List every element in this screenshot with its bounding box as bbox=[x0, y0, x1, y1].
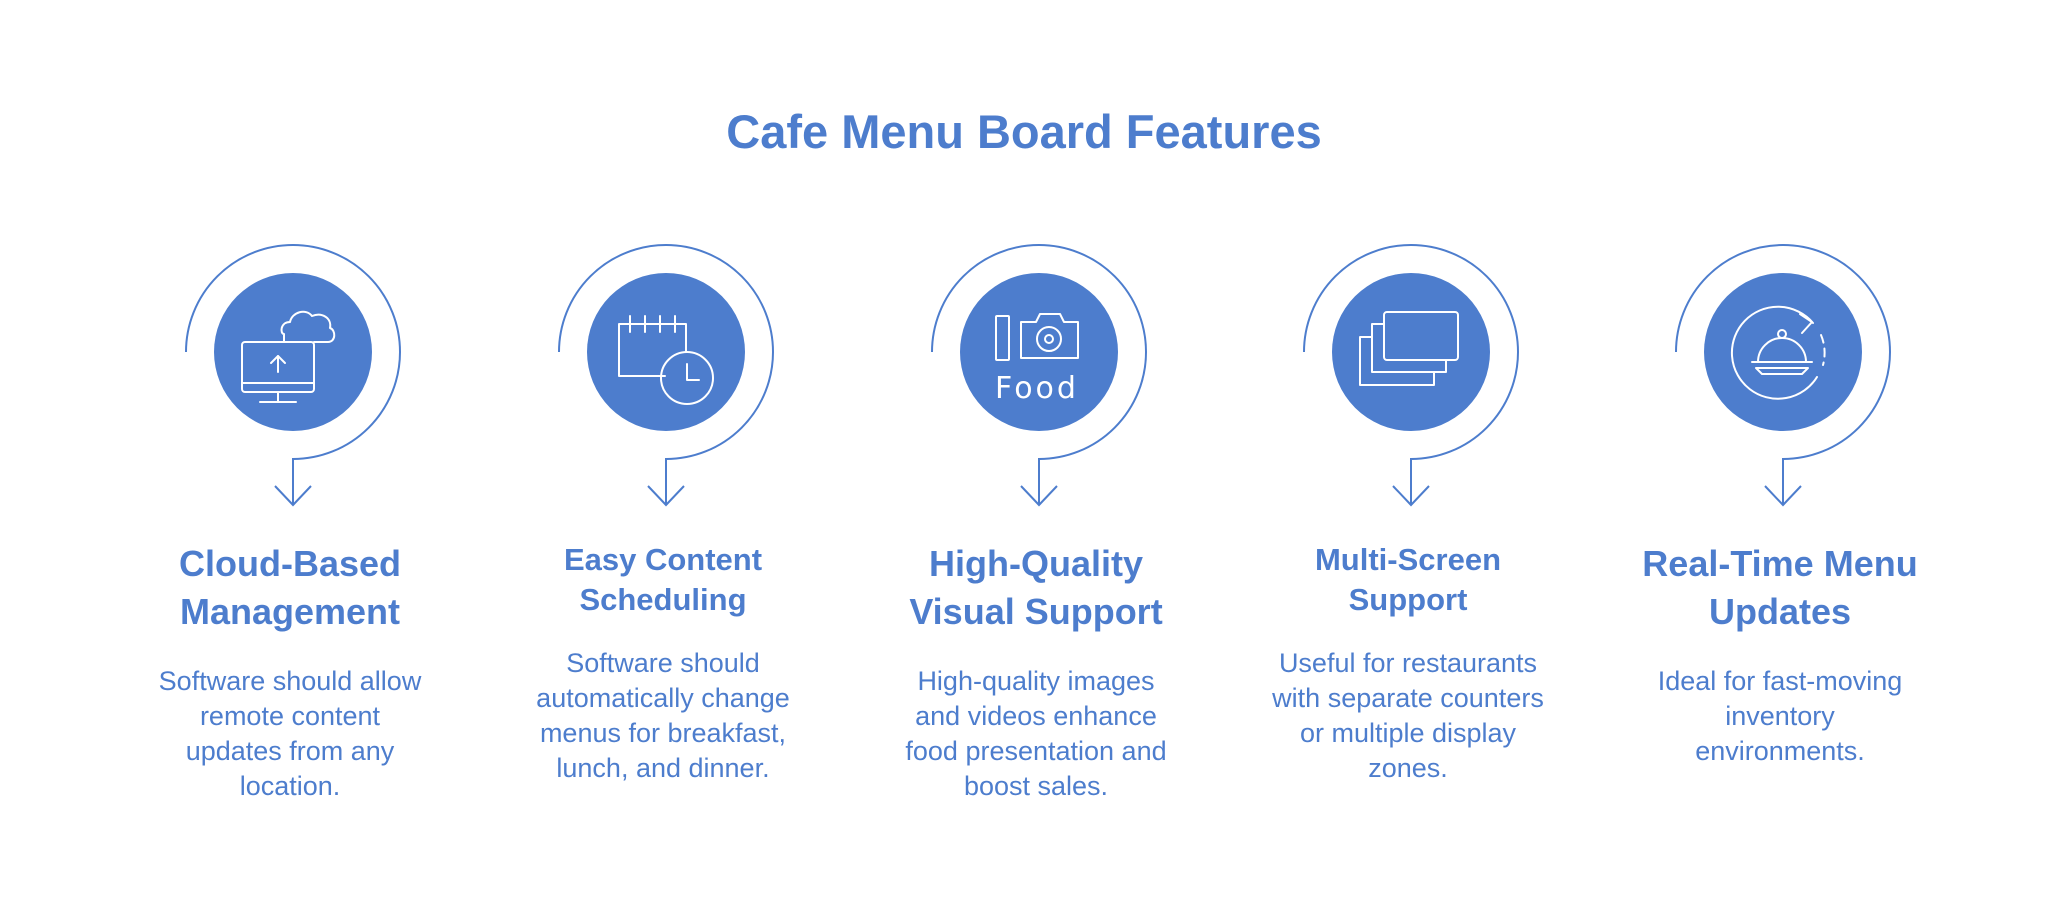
arrow-down-icon bbox=[1764, 485, 1802, 507]
feature-title: Cloud-Based Management bbox=[178, 543, 401, 632]
arrow-down-icon bbox=[1392, 485, 1430, 507]
arrow-down-icon bbox=[274, 485, 312, 507]
icon-circle bbox=[1332, 273, 1490, 431]
feature-description: High-quality images and videos enhance f… bbox=[905, 666, 1167, 801]
camera-food-icon bbox=[995, 313, 1079, 361]
calendar-clock-icon bbox=[618, 315, 714, 405]
cloud-monitor-icon bbox=[241, 310, 336, 403]
feature-graphic bbox=[1675, 244, 1891, 507]
arrow-down-icon bbox=[1020, 485, 1058, 507]
icon-circle bbox=[960, 273, 1118, 431]
cloche-refresh-icon bbox=[1730, 305, 1826, 400]
page-title: Cafe Menu Board Features bbox=[726, 105, 1322, 158]
icon-circle bbox=[587, 273, 745, 431]
food-label: Food bbox=[995, 371, 1079, 406]
feature-cloud-based-management: Cloud-Based Management Software should a… bbox=[130, 240, 450, 840]
feature-easy-content-scheduling: Easy Content Scheduling Software should … bbox=[503, 240, 823, 840]
feature-high-quality-visual-support: Food High-Quality Visual Support High-qu… bbox=[876, 240, 1196, 840]
feature-title: Easy Content Scheduling bbox=[563, 542, 763, 617]
feature-graphic bbox=[185, 244, 401, 507]
stacked-screens-icon bbox=[1359, 311, 1459, 386]
feature-description: Useful for restaurants with separate cou… bbox=[1272, 648, 1544, 783]
feature-title: Multi-Screen Support bbox=[1314, 542, 1502, 617]
feature-graphic: Food bbox=[931, 244, 1147, 507]
feature-graphic bbox=[1303, 244, 1519, 507]
feature-description: Software should automatically change men… bbox=[536, 648, 790, 783]
feature-real-time-menu-updates: Real-Time Menu Updates Ideal for fast-mo… bbox=[1620, 240, 1940, 840]
feature-multi-screen-support: Multi-Screen Support Useful for restaura… bbox=[1248, 240, 1568, 840]
icon-circle bbox=[1704, 273, 1862, 431]
feature-description: Ideal for fast-moving inventory environm… bbox=[1657, 666, 1903, 766]
feature-description: Software should allow remote content upd… bbox=[158, 666, 422, 801]
feature-graphic bbox=[558, 244, 774, 507]
feature-title: Real-Time Menu Updates bbox=[1642, 543, 1918, 632]
icon-circle bbox=[214, 273, 372, 431]
arrow-down-icon bbox=[647, 485, 685, 507]
feature-title: High-Quality Visual Support bbox=[909, 543, 1163, 632]
